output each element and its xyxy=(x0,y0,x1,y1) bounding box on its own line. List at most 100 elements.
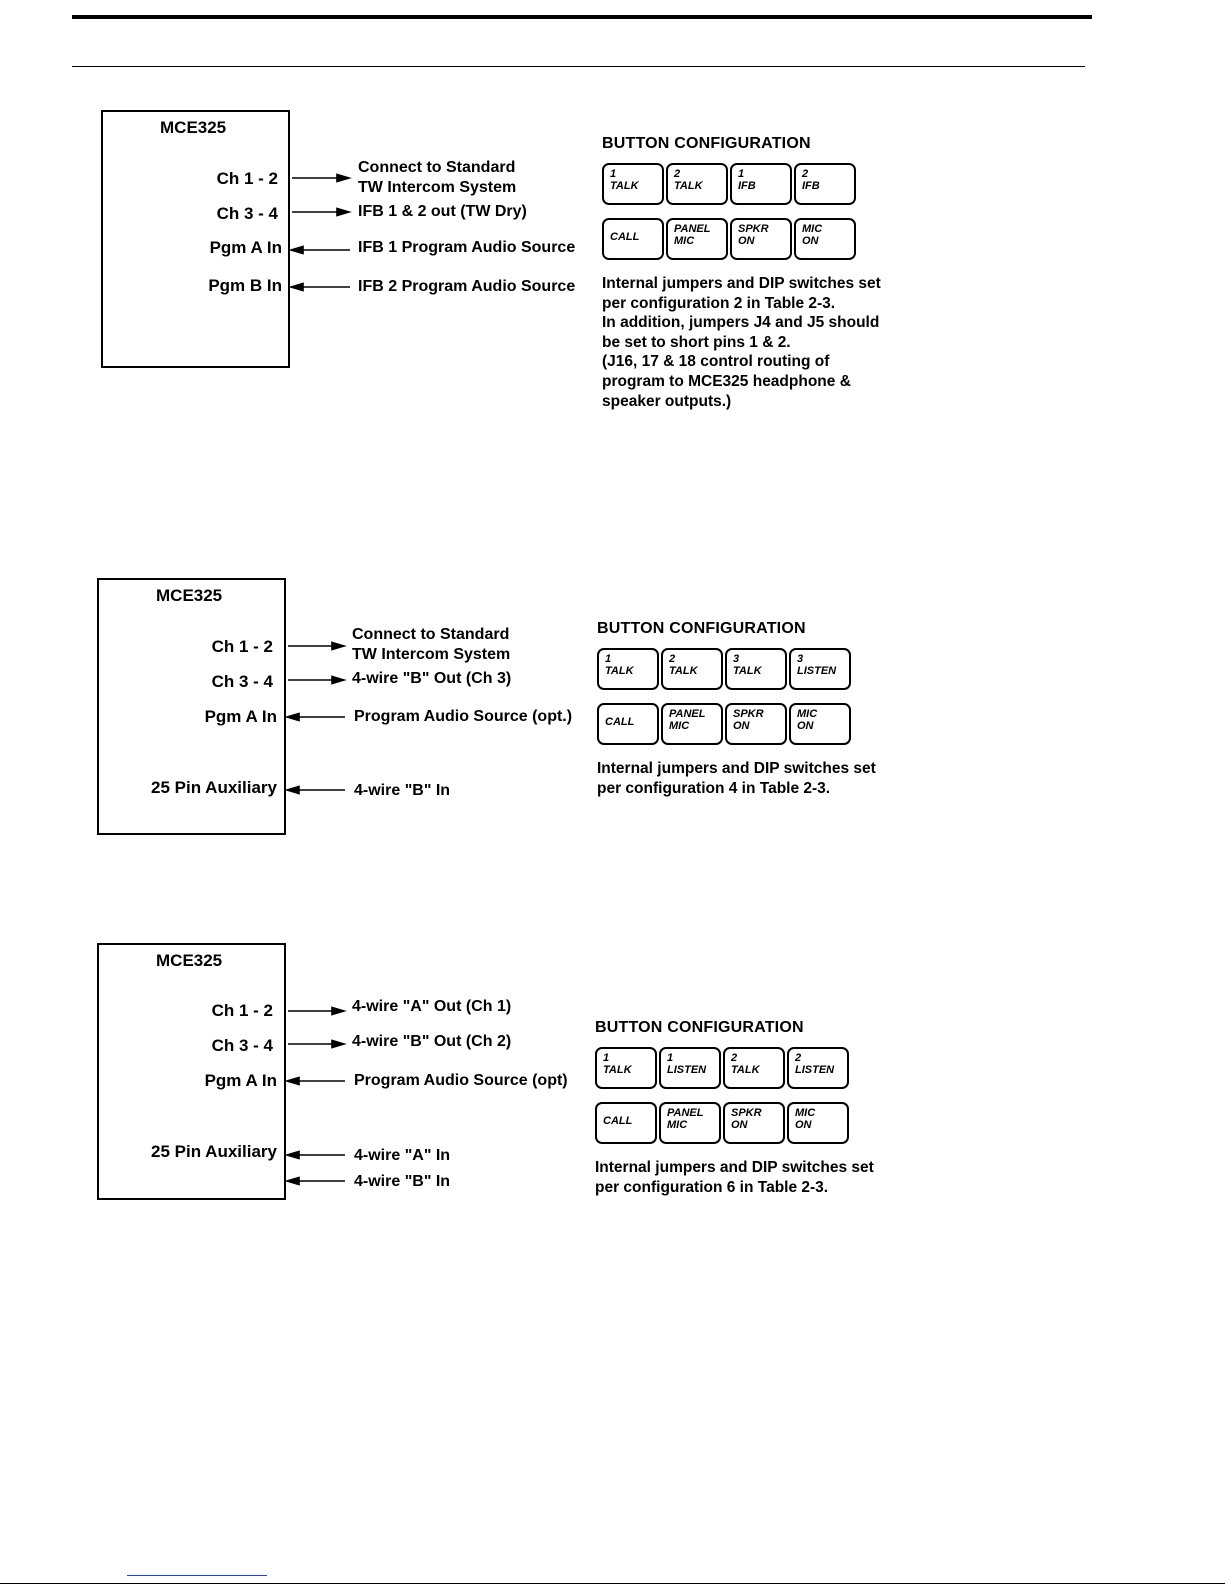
button-number: 2 xyxy=(795,1052,802,1064)
button-function: MIC xyxy=(669,720,690,732)
button-function: LISTEN xyxy=(667,1064,707,1076)
connection-label: IFB 1 Program Audio Source xyxy=(358,239,576,256)
button-function: MIC xyxy=(674,235,695,247)
button-function: ON xyxy=(731,1119,748,1131)
button-function: MIC xyxy=(797,708,818,720)
button-function: SPKR xyxy=(733,708,764,720)
header-rule-thin xyxy=(72,66,1085,67)
footer-rule xyxy=(0,1583,1225,1584)
config-title: BUTTON CONFIGURATION xyxy=(602,135,811,152)
connection-text: Connect to Standard xyxy=(352,626,510,643)
button-function: TALK xyxy=(605,665,634,677)
connection-label: 4-wire "B" Out (Ch 2) xyxy=(352,1033,512,1050)
note-line: (J16, 17 & 18 control routing of xyxy=(602,353,830,371)
note-line: per configuration 4 in Table 2-3. xyxy=(597,779,831,797)
port-label: 25 Pin Auxiliary xyxy=(151,778,277,797)
button-function: TALK xyxy=(603,1064,632,1076)
button-function: CALL xyxy=(603,1115,633,1127)
connection-text: Connect to Standard xyxy=(358,159,516,176)
button-function: ON xyxy=(802,235,819,247)
button-function: LISTEN xyxy=(797,665,837,677)
button-number: 2 xyxy=(802,168,809,180)
button-function: TALK xyxy=(731,1064,760,1076)
note-line: per configuration 2 in Table 2-3. xyxy=(602,294,836,312)
port-label: Ch 1 - 2 xyxy=(216,169,278,188)
port-label: Pgm B In xyxy=(208,276,282,295)
config-title: BUTTON CONFIGURATION xyxy=(595,1019,804,1036)
button-call: CALL xyxy=(602,218,664,260)
mce325-unit-box xyxy=(101,110,290,368)
button-function: TALK xyxy=(669,665,698,677)
button-function: PANEL xyxy=(669,708,706,720)
button-function: MIC xyxy=(667,1119,688,1131)
connection-text: TW Intercom System xyxy=(352,646,511,663)
button-function: PANEL xyxy=(674,223,711,235)
button-number: 1 xyxy=(603,1052,610,1064)
mce325-unit-box xyxy=(97,943,286,1200)
button-function: SPKR xyxy=(731,1107,762,1119)
button-number: 3 xyxy=(733,653,740,665)
button-call: CALL xyxy=(597,703,659,745)
unit-title: MCE325 xyxy=(156,951,223,970)
footer-link-underline xyxy=(127,1575,267,1576)
port-label: Pgm A In xyxy=(204,707,277,726)
port-label: Ch 3 - 4 xyxy=(211,672,273,691)
config-notes: Internal jumpers and DIP switches set pe… xyxy=(597,759,897,798)
port-label: Ch 3 - 4 xyxy=(211,1036,273,1055)
connection-label: 4-wire "B" In xyxy=(354,782,451,799)
button-number: 1 xyxy=(610,168,617,180)
button-function: PANEL xyxy=(667,1107,704,1119)
connection-label: 4-wire "B" Out (Ch 3) xyxy=(352,670,512,687)
button-function: CALL xyxy=(610,231,640,243)
button-function: LISTEN xyxy=(795,1064,835,1076)
button-number: 1 xyxy=(605,653,612,665)
connection-label: Connect to Standard TW Intercom System xyxy=(352,625,510,665)
connection-label: Program Audio Source (opt) xyxy=(354,1072,568,1089)
button-function: IFB xyxy=(738,180,756,192)
connection-label: IFB 2 Program Audio Source xyxy=(358,278,576,295)
note-line: Internal jumpers and DIP switches set xyxy=(602,275,881,292)
button-function: ON xyxy=(795,1119,812,1131)
button-number: 2 xyxy=(674,168,681,180)
button-function: CALL xyxy=(605,716,635,728)
note-line: per configuration 6 in Table 2-3. xyxy=(595,1178,829,1196)
note-line: In addition, jumpers J4 and J5 should xyxy=(602,314,880,332)
button-function: ON xyxy=(738,235,755,247)
button-function: MIC xyxy=(795,1107,816,1119)
button-function: IFB xyxy=(802,180,820,192)
port-label: Ch 1 - 2 xyxy=(211,637,273,656)
button-function: TALK xyxy=(610,180,639,192)
note-line: be set to short pins 1 & 2. xyxy=(602,333,791,351)
connection-label: Connect to Standard TW Intercom System xyxy=(358,158,516,198)
port-label: Pgm A In xyxy=(209,238,282,257)
note-line: program to MCE325 headphone & xyxy=(602,372,851,390)
button-number: 1 xyxy=(667,1052,674,1064)
connection-label: 4-wire "A" Out (Ch 1) xyxy=(352,998,512,1015)
